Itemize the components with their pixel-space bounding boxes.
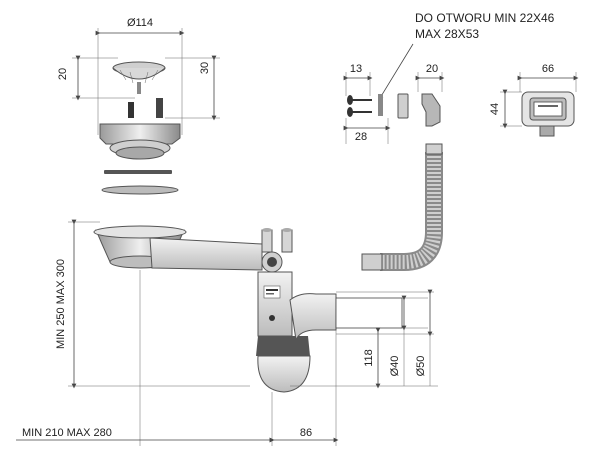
- hole-note-line2: MAX 28X53: [415, 27, 479, 41]
- dimension-d40: Ø40: [389, 356, 401, 377]
- dimension-h30: 30: [199, 62, 211, 74]
- screw-right: [156, 98, 163, 118]
- clip-plate: [397, 93, 409, 119]
- overflow-clip-group: DO OTWORU MIN 22X46 MAX 28X53 13 28 20: [343, 11, 555, 144]
- gasket-bottom: [101, 185, 179, 195]
- screw-left: [128, 102, 134, 118]
- dimension-h28: 28: [355, 131, 367, 143]
- dimension-h86: 86: [300, 427, 312, 439]
- dimension-min210max280: MIN 210 MAX 280: [22, 427, 112, 439]
- overflow-cover-group: 66 44: [489, 63, 579, 137]
- strainer-cap: [112, 61, 166, 94]
- dimension-d50: Ø50: [415, 356, 427, 377]
- dimension-h13: 13: [350, 63, 362, 75]
- sink-drain: [93, 225, 187, 269]
- gasket-top: [104, 170, 172, 174]
- dimension-w66: 66: [542, 63, 554, 75]
- overflow-hose: [361, 143, 443, 271]
- dimension-h118: 118: [363, 349, 375, 367]
- dimension-h20-left: 20: [57, 68, 69, 80]
- dimension-d114: Ø114: [127, 17, 153, 29]
- hole-note-line1: DO OTWORU MIN 22X46: [415, 11, 555, 25]
- dimension-h20-clip: 20: [426, 63, 438, 75]
- siphon-body: [256, 271, 311, 393]
- horizontal-arm: [149, 237, 263, 271]
- siphon-assembly: MIN 250 MAX 300: [16, 219, 438, 446]
- drain-body: [99, 123, 181, 160]
- strainer-basket-group: Ø114 20 30: [57, 17, 220, 195]
- dishwasher-spigots: [261, 228, 293, 253]
- dimension-min250max300: MIN 250 MAX 300: [55, 259, 67, 349]
- clip-flange: [378, 94, 383, 116]
- siphon-outlet: [289, 293, 403, 342]
- overflow-clip: [421, 93, 441, 127]
- fixing-screw: [347, 95, 372, 117]
- dimension-h44: 44: [489, 103, 501, 115]
